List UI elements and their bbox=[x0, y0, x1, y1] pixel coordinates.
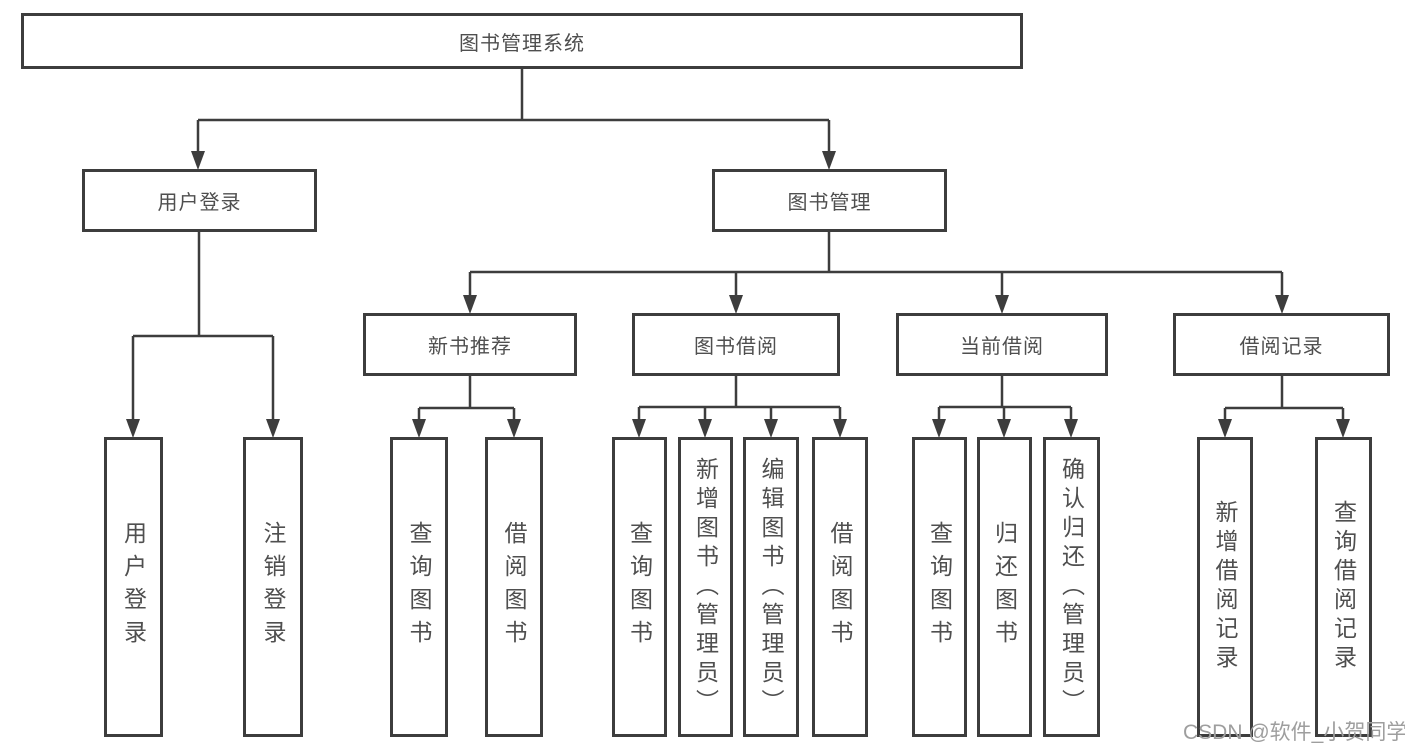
leaf-query-books-3: 查询图书 bbox=[912, 437, 967, 737]
leaf-borrow-books-1: 借阅图书 bbox=[485, 437, 543, 737]
edge-new-book-rec-children bbox=[417, 376, 516, 420]
node-book-borrowing: 图书借阅 bbox=[632, 313, 840, 376]
arrowhead bbox=[764, 419, 778, 438]
arrowhead bbox=[1064, 419, 1078, 438]
node-user-login: 用户登录 bbox=[82, 169, 317, 232]
edge-user-login-children bbox=[131, 232, 275, 420]
arrowhead bbox=[126, 419, 140, 438]
leaf-query-books-2: 查询图书 bbox=[612, 437, 667, 737]
arrowhead bbox=[1218, 419, 1232, 438]
node-borrowing-records: 借阅记录 bbox=[1173, 313, 1390, 376]
arrowhead bbox=[507, 419, 521, 438]
arrowhead bbox=[822, 151, 836, 170]
arrowhead bbox=[995, 295, 1009, 314]
leaf-borrow-books-2: 借阅图书 bbox=[812, 437, 868, 737]
arrowhead bbox=[729, 295, 743, 314]
arrowhead bbox=[932, 419, 946, 438]
arrowhead bbox=[698, 419, 712, 438]
leaf-logout: 注销登录 bbox=[243, 437, 303, 737]
node-root: 图书管理系统 bbox=[21, 13, 1023, 69]
leaf-add-books-admin: 新增图书（管理员） bbox=[678, 437, 733, 737]
arrowhead bbox=[833, 419, 847, 438]
arrowhead bbox=[1336, 419, 1350, 438]
arrowhead bbox=[412, 419, 426, 438]
edge-root-children bbox=[196, 69, 831, 152]
leaf-query-borrow-record: 查询借阅记录 bbox=[1315, 437, 1372, 737]
arrowhead bbox=[632, 419, 646, 438]
node-new-book-recommendation: 新书推荐 bbox=[363, 313, 577, 376]
leaf-return-books: 归还图书 bbox=[977, 437, 1032, 737]
arrowhead bbox=[997, 419, 1011, 438]
edge-book-borrow-children bbox=[637, 376, 842, 420]
leaf-query-books-1: 查询图书 bbox=[390, 437, 448, 737]
leaf-add-borrow-record: 新增借阅记录 bbox=[1197, 437, 1253, 737]
arrowhead bbox=[1275, 295, 1289, 314]
edge-book-mgmt-children bbox=[468, 232, 1284, 296]
arrowhead bbox=[191, 151, 205, 170]
arrowhead bbox=[266, 419, 280, 438]
leaf-edit-books-admin: 编辑图书（管理员） bbox=[743, 437, 799, 737]
edge-borrow-records-children bbox=[1223, 376, 1345, 420]
leaf-confirm-return-admin: 确认归还（管理员） bbox=[1043, 437, 1100, 737]
edge-current-borrow-children bbox=[937, 376, 1073, 420]
watermark: CSDN @软件_小贺同学 bbox=[1183, 721, 1405, 744]
leaf-user-login: 用户登录 bbox=[104, 437, 163, 737]
arrowhead bbox=[463, 295, 477, 314]
node-current-borrowing: 当前借阅 bbox=[896, 313, 1108, 376]
node-book-management: 图书管理 bbox=[712, 169, 947, 232]
